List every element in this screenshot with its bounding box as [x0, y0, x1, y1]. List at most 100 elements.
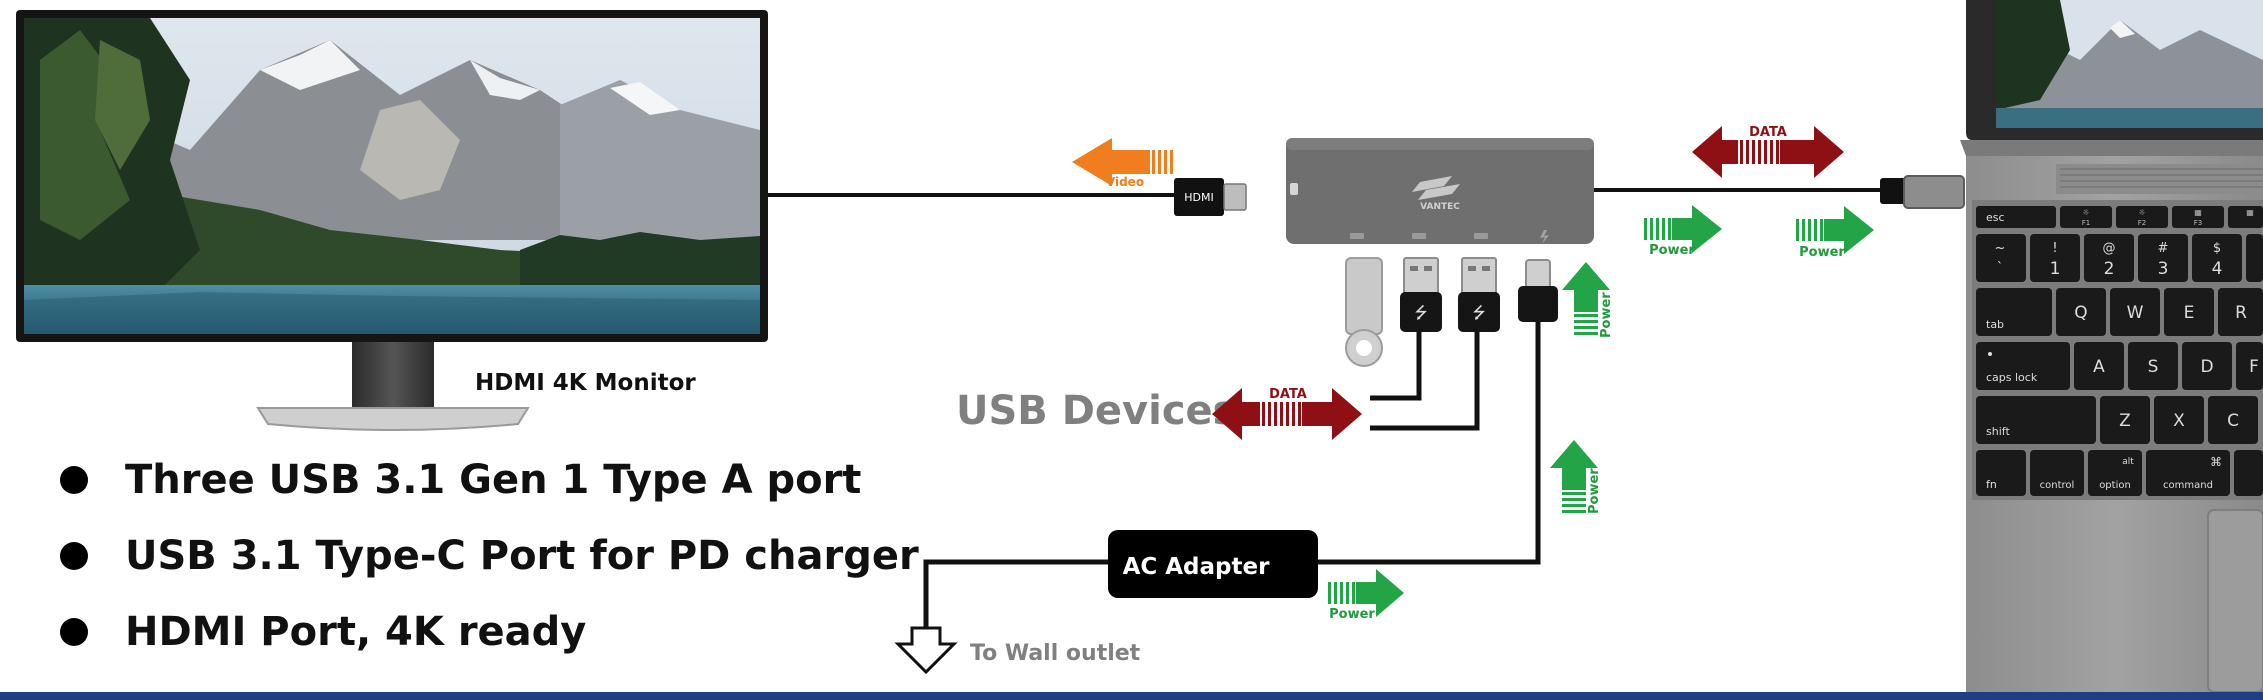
- key-4-top: $: [2213, 241, 2221, 256]
- hdmi-label: HDMI: [1184, 191, 1213, 204]
- monitor: HDMI 4K Monitor: [16, 10, 768, 431]
- usb-hub: VANTEC: [1286, 138, 1594, 244]
- key-f3-label: F3: [2194, 219, 2202, 227]
- key-caps-lock: [1976, 342, 2070, 390]
- key-shift-label: shift: [1986, 425, 2010, 438]
- key-4: [2192, 234, 2242, 282]
- feature-item: Three USB 3.1 Gen 1 Type A port: [55, 448, 919, 524]
- hdmi-plug: HDMI: [1174, 178, 1247, 216]
- power-arrow: Power: [1796, 206, 1874, 260]
- key-tab: [1976, 288, 2052, 336]
- usb-device-cable: [1370, 332, 1422, 401]
- feature-list: Three USB 3.1 Gen 1 Type A port USB 3.1 …: [55, 448, 919, 676]
- bullet-icon: [60, 466, 88, 494]
- power-arrow: Power: [1328, 569, 1404, 622]
- bullet-icon: [60, 542, 88, 570]
- brightness-icon: ☼: [2082, 208, 2089, 217]
- key-w: [2110, 288, 2160, 336]
- key-fn: [1976, 450, 2026, 496]
- power-arrow-label: Power: [1587, 468, 1602, 514]
- feature-item: USB 3.1 Type-C Port for PD charger: [55, 524, 919, 600]
- usb-port-icon: [1350, 233, 1364, 239]
- key-esc: [1976, 206, 2056, 228]
- key-f3: [2172, 206, 2224, 228]
- key-tilde-bottom: `: [1997, 261, 2004, 276]
- key-c-label: C: [2227, 411, 2239, 431]
- power-arrow-label: Power: [1799, 245, 1845, 260]
- data-arrow-usb-label: DATA: [1269, 387, 1307, 402]
- key-3: [2138, 234, 2188, 282]
- key-f2-label: F2: [2138, 219, 2146, 227]
- key-2-top: @: [2103, 241, 2116, 256]
- vantec-logo: VANTEC: [1412, 176, 1460, 212]
- key-tilde: [1976, 234, 2026, 282]
- key-c: [2208, 396, 2258, 444]
- mission-control-icon: ▦: [2194, 208, 2202, 217]
- monitor-label: HDMI 4K Monitor: [475, 370, 696, 396]
- feature-item: HDMI Port, 4K ready: [55, 600, 919, 676]
- key-s: [2128, 342, 2178, 390]
- power-port-icon: [1540, 230, 1549, 244]
- key-x-label: X: [2173, 411, 2185, 431]
- power-arrow-label: Power: [1599, 292, 1614, 338]
- key-z-label: Z: [2119, 411, 2131, 431]
- key-3-top: #: [2158, 241, 2169, 256]
- key-x: [2154, 396, 2204, 444]
- video-arrow: Video: [1072, 138, 1173, 189]
- key-command: [2146, 450, 2230, 496]
- key-w-label: W: [2127, 303, 2144, 323]
- key-option-top: alt: [2122, 457, 2134, 467]
- key-control-label: control: [2040, 480, 2075, 491]
- key-esc-label: esc: [1986, 211, 2005, 224]
- brand-label: VANTEC: [1420, 202, 1460, 212]
- data-arrow-usb: DATA: [1212, 387, 1362, 440]
- feature-text: USB 3.1 Type-C Port for PD charger: [125, 533, 919, 579]
- wall-outlet-label: To Wall outlet: [970, 641, 1141, 666]
- key-f4: [2228, 206, 2263, 228]
- usb-a-plug: ⭍: [1400, 257, 1442, 332]
- usb-devices-label: USB Devices: [956, 388, 1236, 434]
- key-f: [2236, 342, 2263, 390]
- laptop-screen: [1996, 0, 2263, 128]
- data-arrow-host-label: DATA: [1749, 125, 1787, 140]
- monitor-stand-base: [256, 407, 530, 431]
- key-2: [2084, 234, 2134, 282]
- feature-text: Three USB 3.1 Gen 1 Type A port: [125, 457, 862, 503]
- power-arrow-label: Power: [1329, 607, 1375, 622]
- monitor-screen-landscape: [24, 18, 760, 334]
- feature-text: HDMI Port, 4K ready: [125, 609, 587, 655]
- power-arrow-vertical: Power: [1550, 440, 1602, 514]
- key-q: [2056, 288, 2106, 336]
- data-arrow-host: DATA: [1692, 125, 1844, 178]
- video-arrow-label: Video: [1106, 175, 1144, 189]
- key-3-bottom: 3: [2158, 259, 2169, 279]
- wall-cable: [923, 559, 1108, 628]
- usb-c-power-plug: [1518, 259, 1558, 322]
- key-d: [2182, 342, 2232, 390]
- usb-c-host-plug: [1880, 175, 1965, 209]
- usb-port-icon: [1474, 233, 1488, 239]
- key-f-label: F: [2249, 357, 2259, 377]
- command-icon: ⌘: [2210, 455, 2222, 469]
- key-r-label: R: [2235, 303, 2247, 323]
- ac-adapter: AC Adapter: [1108, 530, 1318, 598]
- power-cable: [1318, 322, 1541, 565]
- brightness-icon: ☼: [2138, 208, 2145, 217]
- key-tab-label: tab: [1986, 318, 2004, 331]
- power-arrow: Power: [1644, 205, 1722, 258]
- key-e: [2164, 288, 2214, 336]
- key-fn-label: fn: [1986, 478, 1997, 491]
- launchpad-icon: ▦: [2246, 208, 2254, 217]
- usb-a-plug: ⭍: [1458, 257, 1500, 332]
- key-1-bottom: 1: [2050, 259, 2061, 279]
- laptop: esc ☼ F1 ☼ F2 ▦ F3 ▦ ~ ` ! 1 @ 2 # 3: [1960, 0, 2263, 693]
- key-tilde-top: ~: [1995, 241, 2006, 256]
- usb-port-icon: [1412, 233, 1426, 239]
- monitor-stand-neck: [352, 342, 434, 410]
- key-f1-label: F1: [2082, 219, 2090, 227]
- usb-device-cable: [1370, 332, 1480, 431]
- key-e-label: E: [2184, 303, 2195, 323]
- key-f1: [2060, 206, 2112, 228]
- key-q-label: Q: [2074, 303, 2087, 323]
